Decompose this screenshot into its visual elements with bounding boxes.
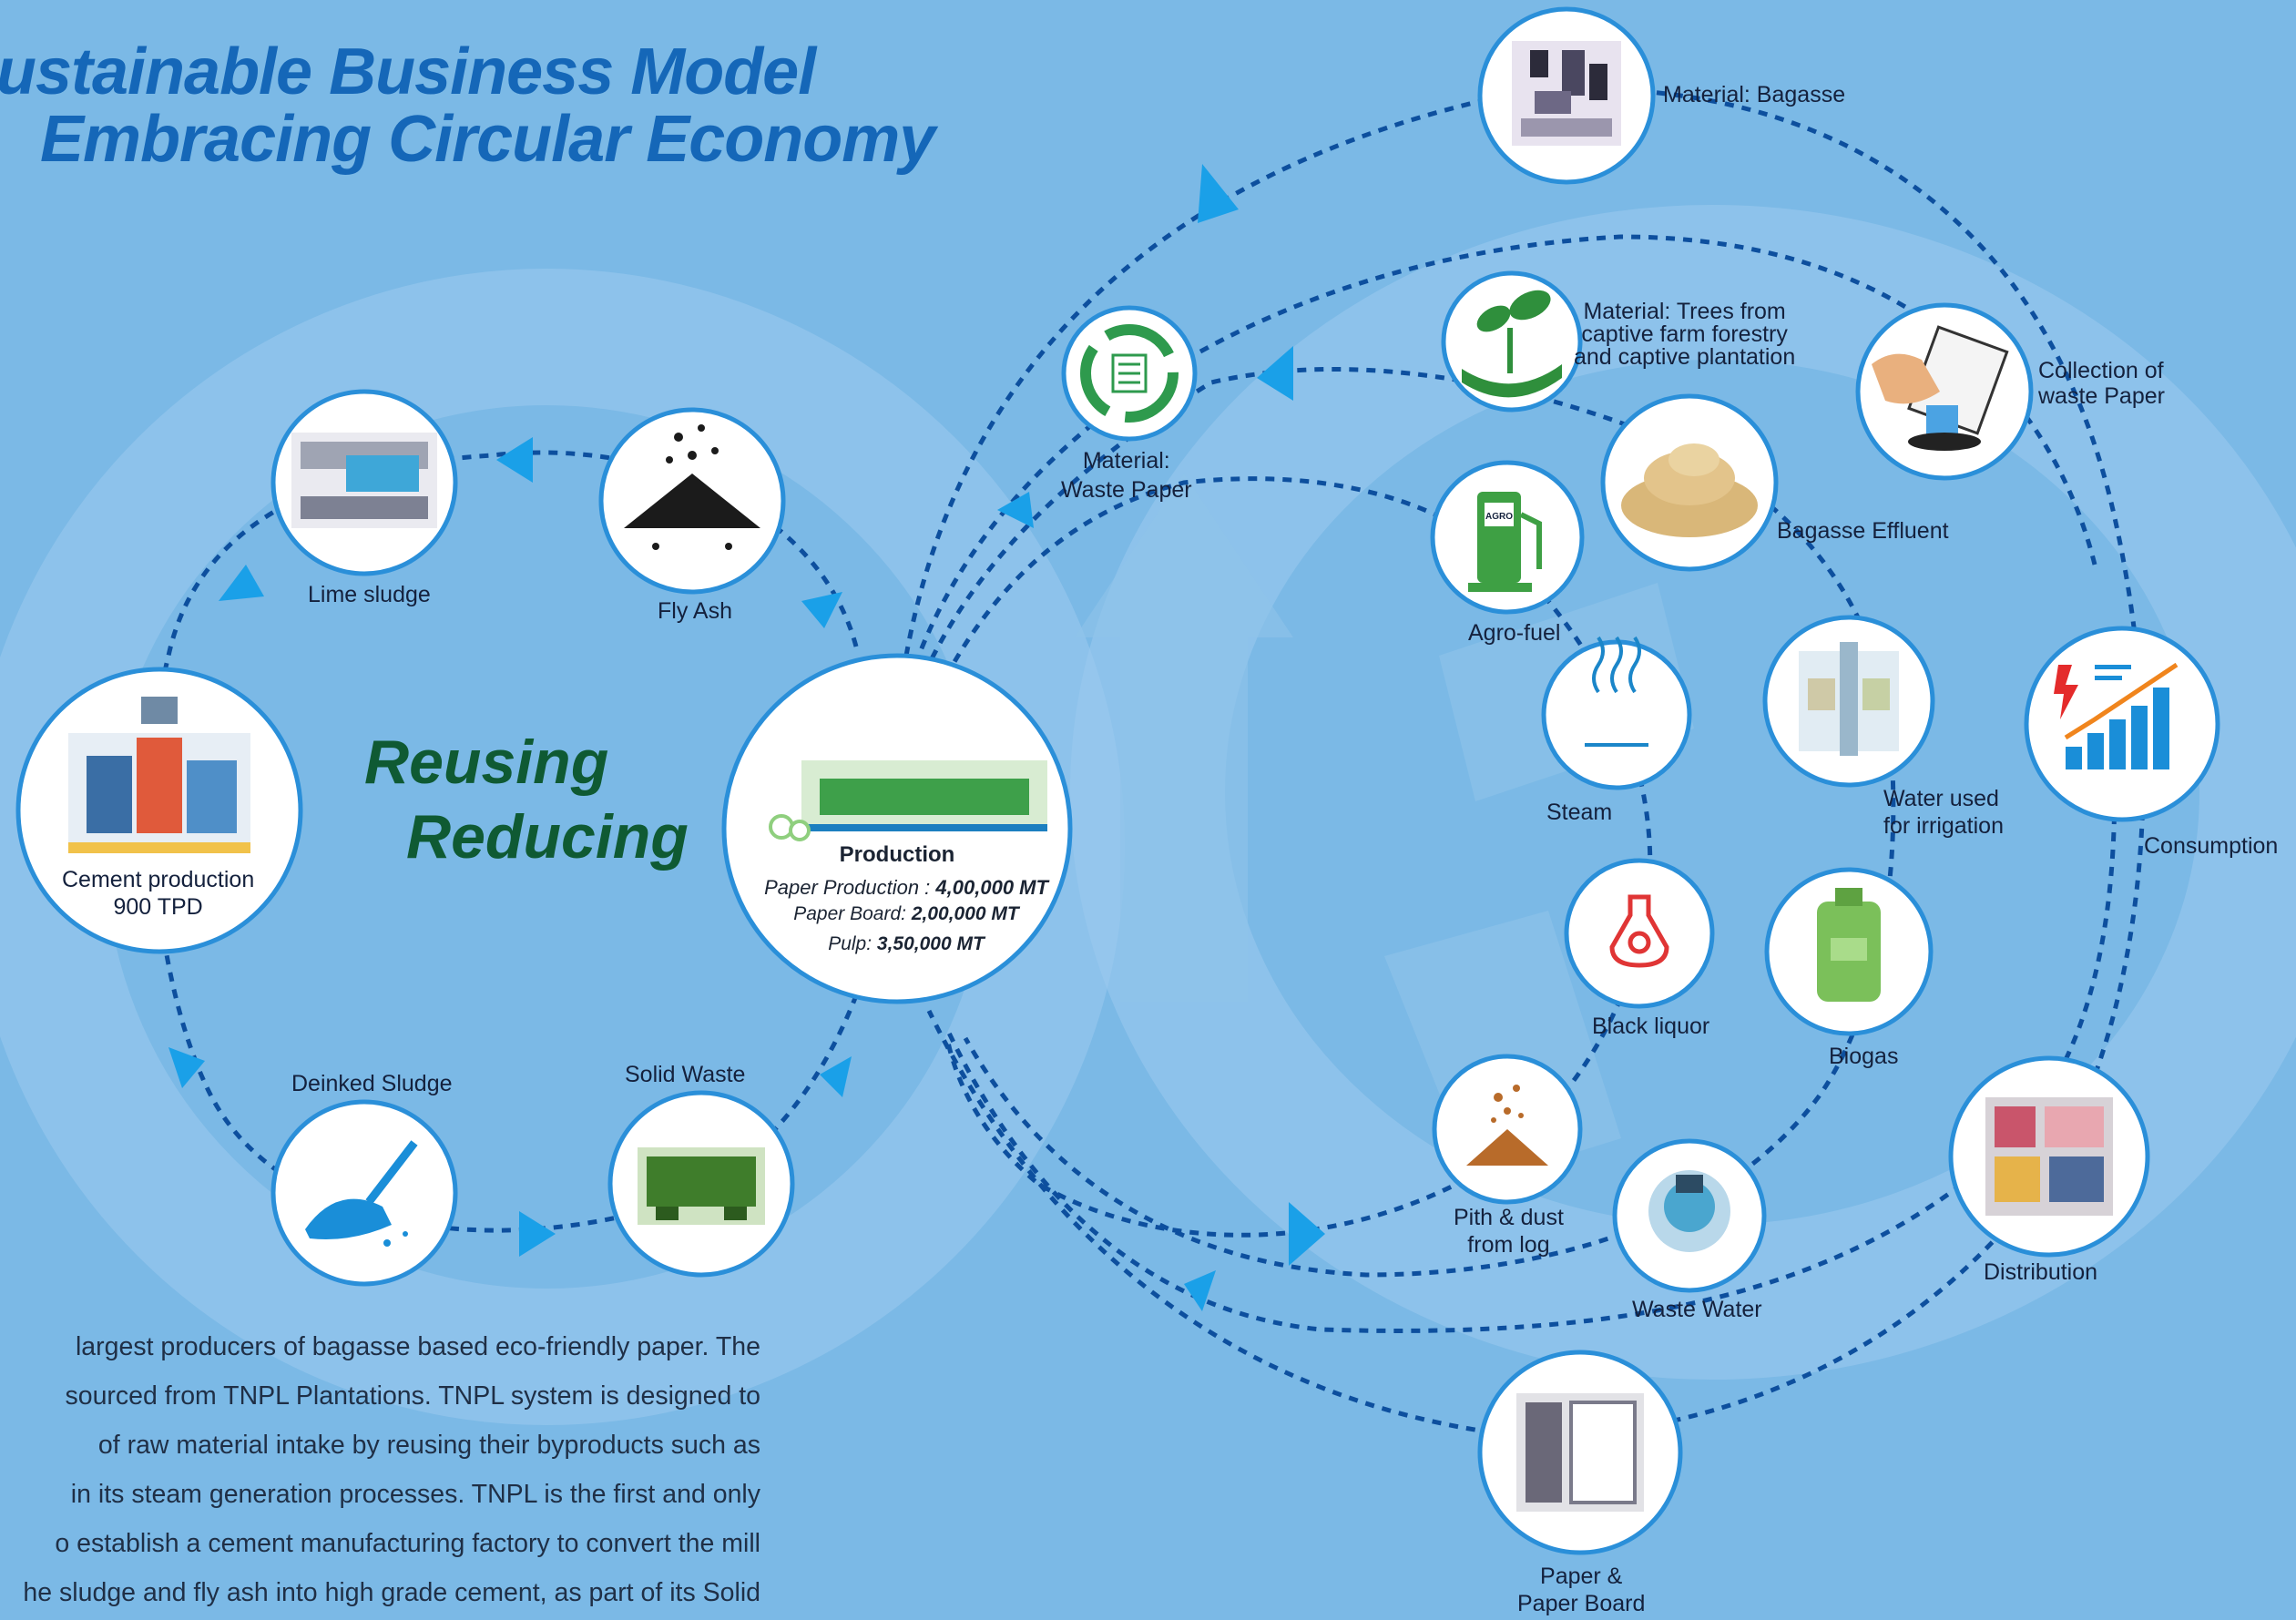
arrow-to-pith bbox=[1289, 1202, 1325, 1266]
paragraph-line: of raw material intake by reusing their … bbox=[97, 1431, 760, 1460]
distribution-icon bbox=[1985, 1097, 2113, 1216]
label-lime-sludge: Lime sludge bbox=[308, 582, 431, 607]
arrow-flyash-to-lime bbox=[496, 437, 533, 483]
fly-ash-icon bbox=[624, 424, 760, 550]
reusing-heading: Reusing bbox=[364, 728, 609, 797]
paper-production-label: Paper Production : bbox=[764, 876, 931, 899]
water-drop-icon bbox=[1648, 1170, 1730, 1252]
paragraph-line: largest producers of bagasse based eco-f… bbox=[75, 1332, 760, 1361]
paragraph-line: in its steam generation processes. TNPL … bbox=[70, 1480, 760, 1509]
gas-cylinder-icon bbox=[1817, 888, 1881, 1002]
label-trees-line-3: and captive plantation bbox=[1574, 344, 1796, 370]
seedling-icon bbox=[1462, 290, 1562, 398]
recycle-icon bbox=[1080, 324, 1179, 423]
production-paper-row: Paper Production : 4,00,000 MT bbox=[742, 876, 1070, 900]
label-waste-paper-line-1: Material: bbox=[1082, 448, 1170, 474]
label-bagasse-effluent: Bagasse Effluent bbox=[1777, 518, 1949, 544]
label-deinked-sludge: Deinked Sludge bbox=[291, 1071, 453, 1096]
label-pith-dust-line-1: Pith & dust bbox=[1454, 1205, 1564, 1230]
label-trees-line-2: captive farm forestry bbox=[1581, 321, 1788, 347]
label-waste-water: Waste Water bbox=[1632, 1297, 1762, 1322]
toxic-flask-icon bbox=[1609, 894, 1669, 968]
cement-factory-icon bbox=[68, 697, 250, 853]
label-waste-paper: Material: Waste Paper bbox=[1061, 446, 1192, 504]
bagasse-icon bbox=[1512, 41, 1621, 146]
pulp-value: 3,50,000 MT bbox=[876, 933, 985, 954]
arrow-lime-to-cement bbox=[219, 565, 264, 601]
label-agro-fuel: Agro-fuel bbox=[1468, 620, 1561, 646]
paper-stack-icon bbox=[1516, 1393, 1644, 1512]
deinked-node-circle bbox=[270, 1099, 458, 1287]
label-water-irrigation: Water used for irrigation bbox=[1883, 785, 2004, 840]
reducing-heading: Reducing bbox=[406, 802, 689, 871]
label-collection-line-2: waste Paper bbox=[2038, 383, 2165, 409]
label-steam: Steam bbox=[1546, 800, 1613, 825]
label-trees-line-1: Material: Trees from bbox=[1583, 299, 1786, 324]
flow-arrows bbox=[168, 164, 1325, 1311]
production-board-row: Paper Board: 2,00,000 MT bbox=[760, 903, 1052, 925]
page-title-line-1: ustainable Business Model bbox=[0, 36, 816, 108]
paragraph-line: o establish a cement manufacturing facto… bbox=[55, 1529, 760, 1558]
paper-board-label: Paper Board: bbox=[793, 903, 906, 924]
label-paper-board-line-1: Paper & bbox=[1540, 1564, 1623, 1589]
steam-node-circle bbox=[1541, 639, 1692, 790]
label-paper-board-line-2: Paper Board bbox=[1517, 1591, 1646, 1616]
label-paper-board: Paper & Paper Board bbox=[1517, 1563, 1645, 1617]
lime-sludge-icon bbox=[291, 433, 437, 528]
label-water-irrigation-line-2: for irrigation bbox=[1883, 813, 2004, 839]
production-pulp-row: Pulp: 3,50,000 MT bbox=[779, 933, 1034, 955]
label-distribution: Distribution bbox=[1984, 1259, 2098, 1285]
paragraph-line: he sludge and fly ash into high grade ce… bbox=[23, 1578, 760, 1607]
label-water-irrigation-line-1: Water used bbox=[1883, 786, 1999, 811]
production-heading: Production bbox=[839, 842, 955, 867]
steam-icon bbox=[1585, 636, 1648, 747]
arrow-to-paperboard bbox=[1184, 1270, 1216, 1311]
mop-icon bbox=[305, 1140, 418, 1247]
label-cement-line-2: 900 TPD bbox=[113, 894, 203, 920]
arrow-cement-to-deinked bbox=[168, 1047, 205, 1088]
label-consumption: Consumption bbox=[2144, 833, 2279, 859]
arrow-wastepaper-inflow bbox=[997, 492, 1034, 528]
sawdust-heap-icon bbox=[1621, 443, 1758, 537]
arrow-solid-to-production bbox=[820, 1056, 852, 1097]
irrigation-icon bbox=[1799, 642, 1899, 756]
label-collection: Collection of waste Paper bbox=[2038, 358, 2165, 409]
growth-chart-icon bbox=[2054, 662, 2179, 769]
label-solid-waste: Solid Waste bbox=[625, 1062, 746, 1087]
arrow-deinked-to-solid bbox=[519, 1211, 556, 1257]
agro-badge: AGRO bbox=[1485, 512, 1513, 522]
label-collection-line-1: Collection of bbox=[2038, 358, 2164, 383]
label-fly-ash: Fly Ash bbox=[658, 598, 732, 624]
hand-paper-icon bbox=[1872, 325, 2009, 451]
page-title-line-2: Embracing Circular Economy bbox=[40, 103, 935, 176]
arrow-bagasse-inflow bbox=[1198, 164, 1239, 223]
label-bagasse: Material: Bagasse bbox=[1663, 82, 1846, 107]
label-pith-dust-line-2: from log bbox=[1467, 1232, 1550, 1258]
label-biogas: Biogas bbox=[1829, 1044, 1899, 1069]
label-cement: Cement production 900 TPD bbox=[62, 866, 254, 921]
fuel-pump-icon bbox=[1468, 492, 1542, 592]
label-pith-dust: Pith & dust from log bbox=[1454, 1204, 1564, 1258]
solid-waste-icon bbox=[638, 1147, 765, 1225]
paper-production-value: 4,00,000 MT bbox=[935, 876, 1048, 899]
arrow-production-to-flyash bbox=[801, 592, 842, 628]
description-paragraph: largest producers of bagasse based eco-f… bbox=[0, 1322, 760, 1617]
label-black-liquor: Black liquor bbox=[1592, 1014, 1710, 1039]
label-waste-paper-line-2: Waste Paper bbox=[1061, 477, 1192, 503]
pith-heap-icon bbox=[1466, 1085, 1548, 1166]
label-trees: Material: Trees from captive farm forest… bbox=[1574, 301, 1795, 369]
paper-mill-icon bbox=[769, 760, 1047, 841]
arrow-trees-inflow bbox=[1257, 346, 1293, 401]
pulp-label: Pulp: bbox=[828, 933, 872, 954]
label-cement-line-1: Cement production bbox=[62, 867, 255, 892]
paper-board-value: 2,00,000 MT bbox=[911, 903, 1019, 924]
paragraph-line: sourced from TNPL Plantations. TNPL syst… bbox=[65, 1381, 760, 1411]
